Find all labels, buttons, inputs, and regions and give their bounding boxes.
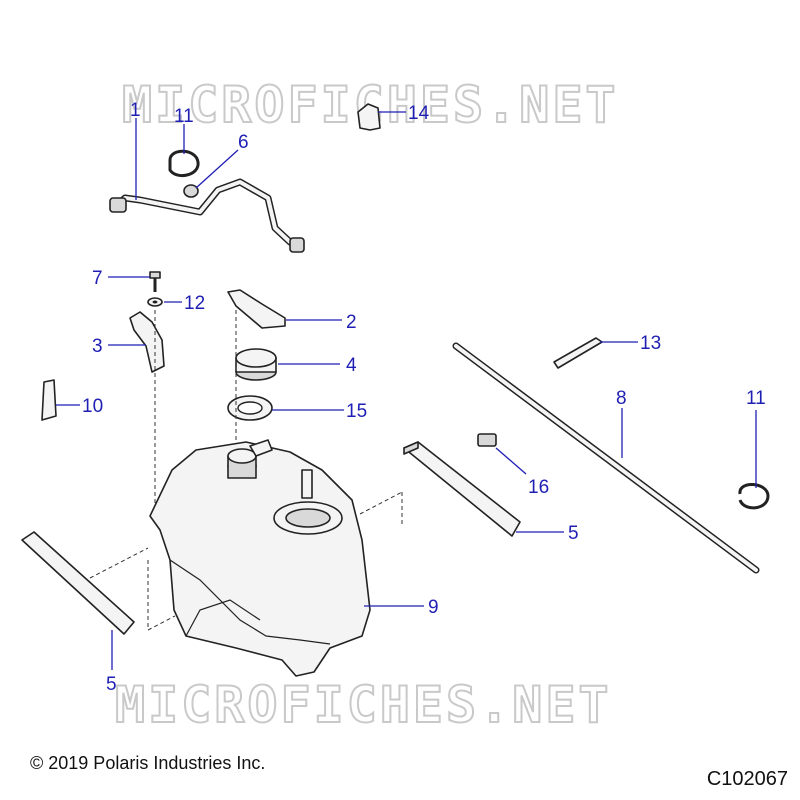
callouts: 1 11 6 14 7 12 2 3 4 15 10 13 8 11 16 5 … bbox=[82, 100, 766, 695]
callout-11-right: 11 bbox=[746, 388, 766, 409]
callout-7: 7 bbox=[92, 268, 103, 289]
callout-12: 12 bbox=[184, 293, 205, 314]
part-strap bbox=[452, 342, 760, 574]
part-pad-left bbox=[21, 531, 135, 635]
callout-10: 10 bbox=[82, 396, 103, 417]
leader-lines bbox=[56, 111, 757, 670]
callout-14: 14 bbox=[408, 103, 430, 124]
part-grommet bbox=[183, 184, 199, 198]
assembly-guides bbox=[89, 310, 403, 631]
callout-4: 4 bbox=[346, 355, 357, 376]
callout-13: 13 bbox=[640, 333, 661, 354]
part-pad-right bbox=[403, 441, 521, 537]
callout-16: 16 bbox=[528, 477, 549, 498]
part-bracket-left bbox=[129, 311, 165, 373]
callout-5-left: 5 bbox=[106, 674, 117, 695]
part-fuel-cap bbox=[235, 348, 277, 381]
part-strip bbox=[553, 337, 603, 369]
callout-2: 2 bbox=[346, 312, 357, 333]
part-washer bbox=[147, 297, 163, 307]
part-bracket-right bbox=[227, 289, 286, 329]
callout-1: 1 bbox=[130, 100, 141, 121]
part-clamp-right bbox=[738, 483, 770, 510]
callout-8: 8 bbox=[616, 388, 627, 409]
copyright-notice: © 2019 Polaris Industries Inc. bbox=[30, 753, 266, 773]
part-fuel-tank bbox=[149, 439, 371, 677]
part-pad-small bbox=[41, 379, 57, 421]
callout-15: 15 bbox=[346, 401, 367, 422]
part-fuel-hose bbox=[109, 178, 305, 253]
part-gasket bbox=[227, 395, 273, 421]
part-clip bbox=[357, 103, 381, 131]
part-connector bbox=[477, 433, 497, 447]
callout-6: 6 bbox=[238, 132, 249, 153]
callout-5-right: 5 bbox=[568, 523, 579, 544]
part-screw bbox=[149, 271, 161, 292]
callout-11-top: 11 bbox=[174, 106, 194, 127]
diagram-code: C102067 bbox=[706, 768, 788, 790]
part-clamp-top bbox=[168, 149, 200, 178]
callout-3: 3 bbox=[92, 336, 103, 357]
watermark-bottom: MICROFICHES.NET bbox=[115, 676, 612, 734]
callout-9: 9 bbox=[428, 597, 439, 618]
